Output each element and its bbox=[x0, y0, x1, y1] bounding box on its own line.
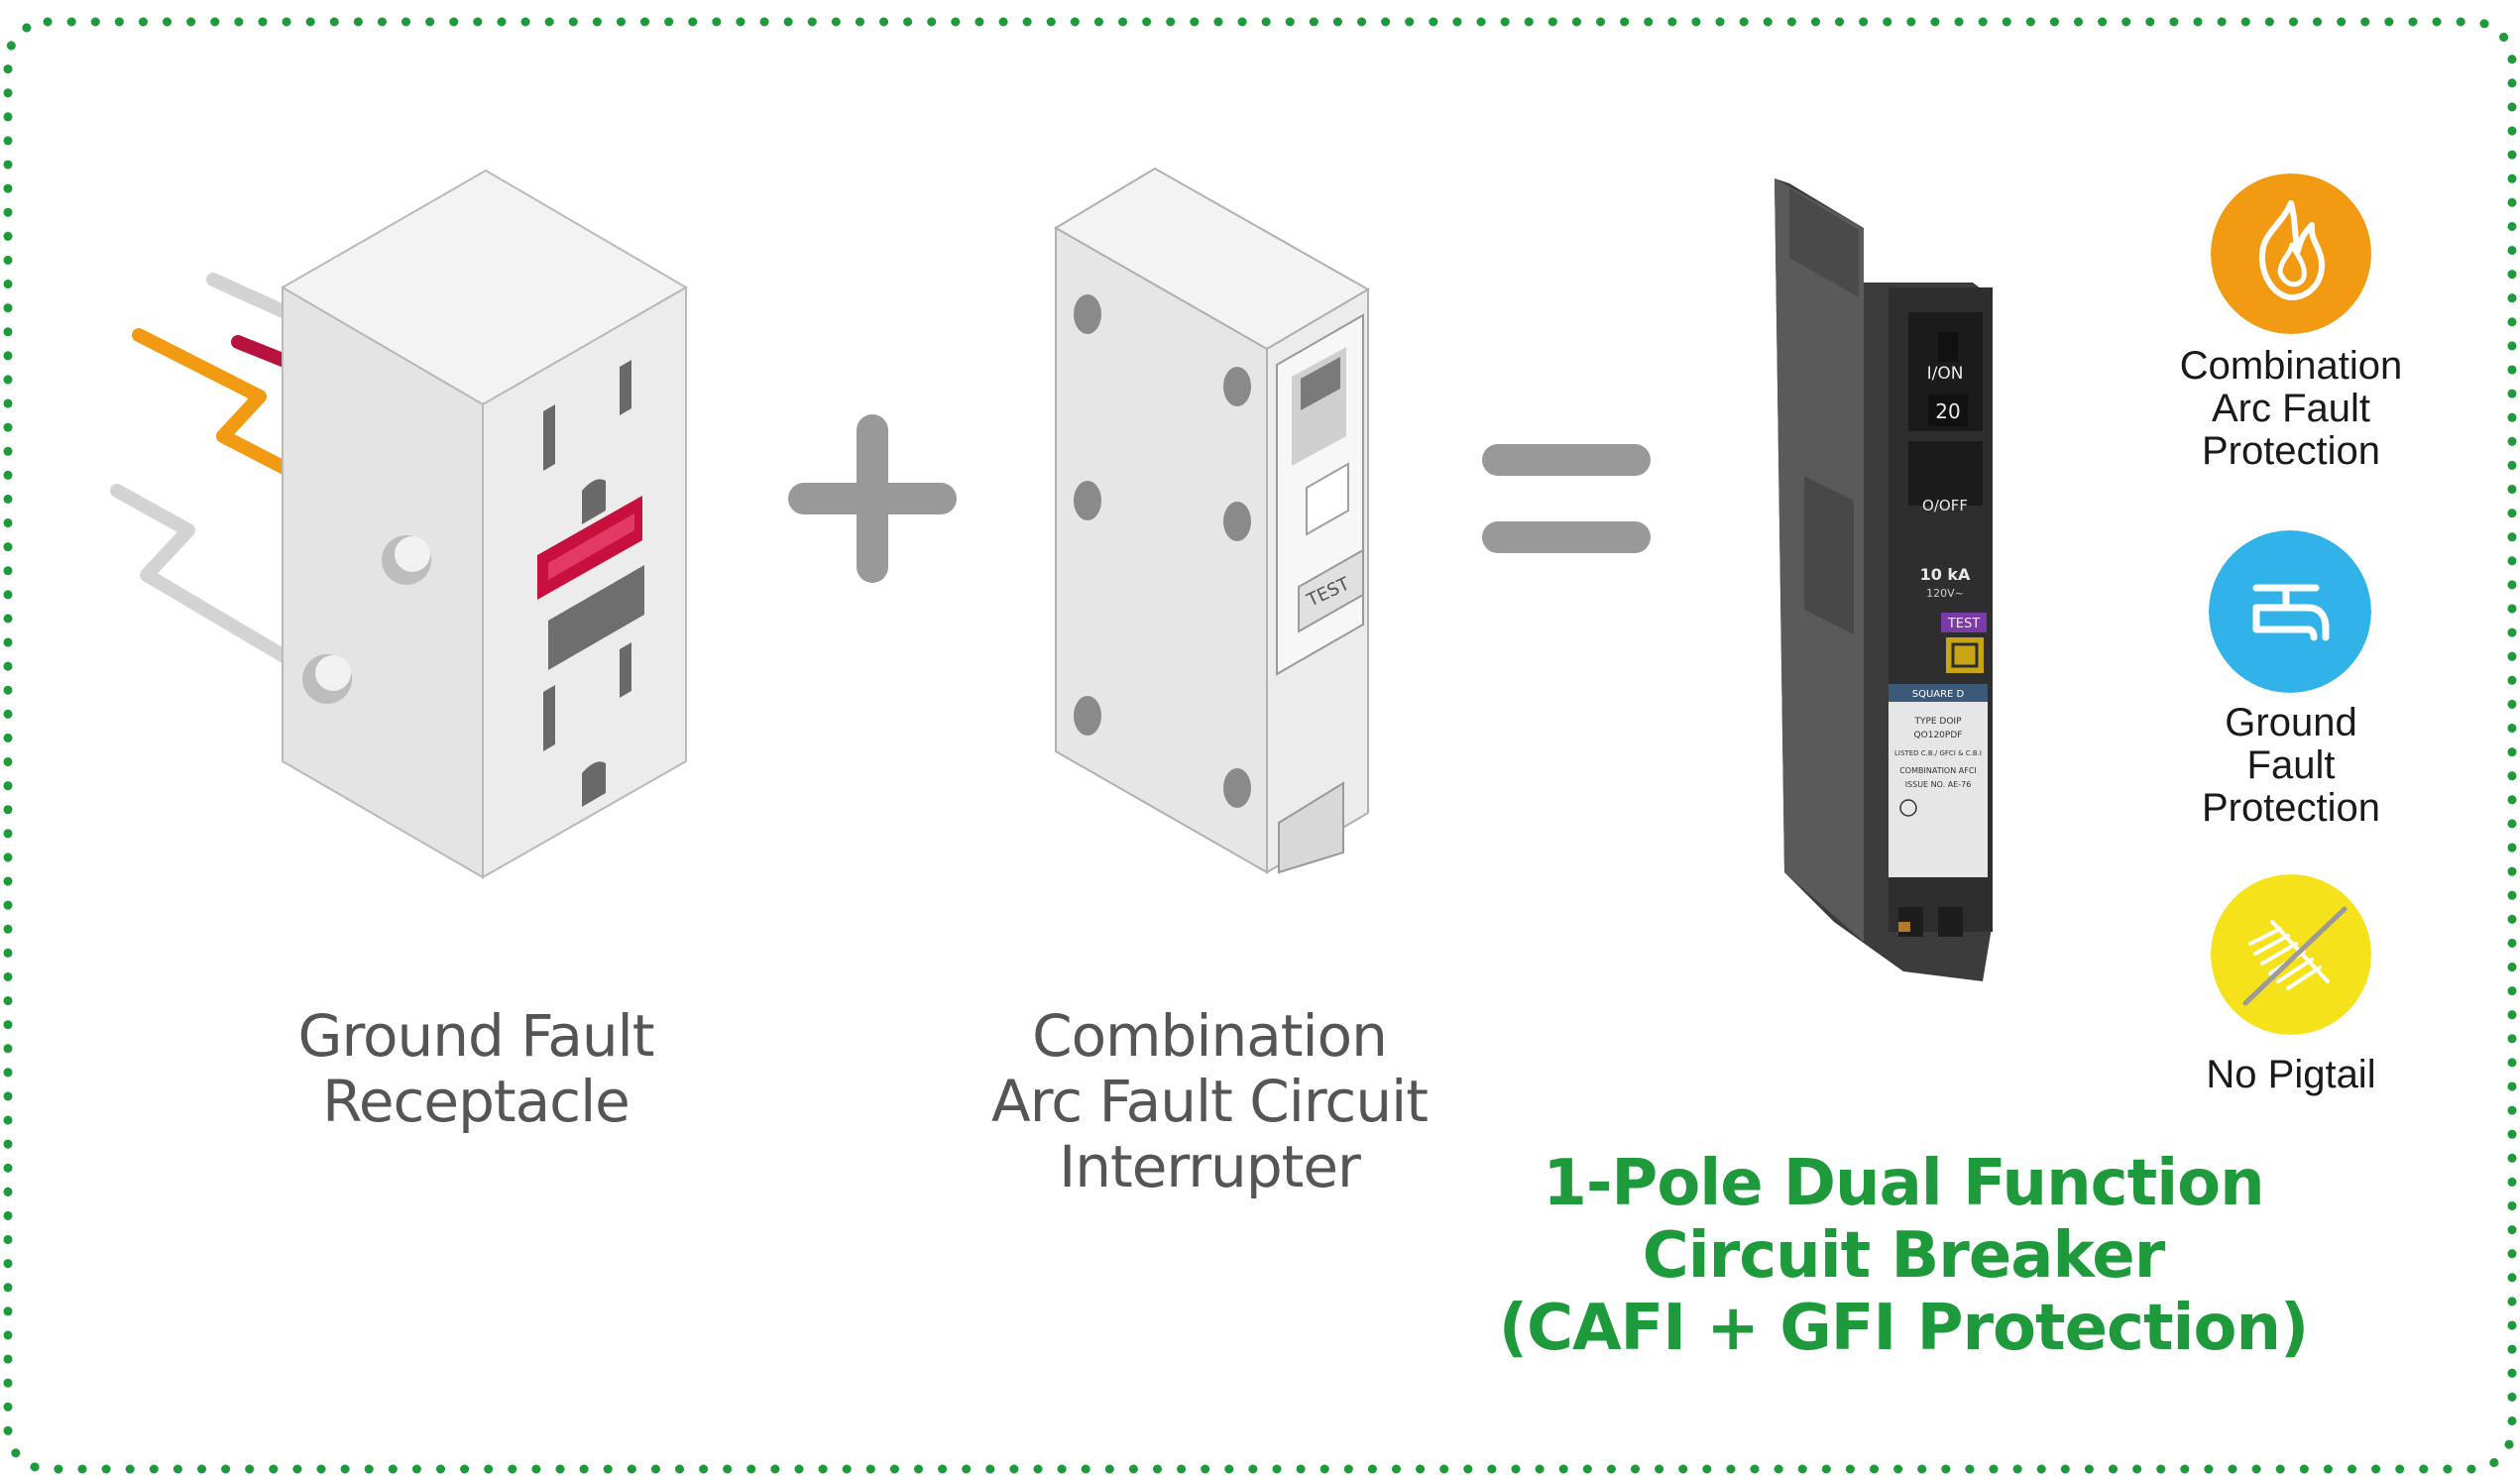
breaker-amps-label: 20 bbox=[1935, 399, 1960, 423]
feature-label-no-pigtail: No Pigtail bbox=[2127, 1054, 2455, 1096]
feature-label-line: Protection bbox=[2201, 786, 2381, 830]
plus-operator bbox=[788, 414, 957, 583]
breaker-test-button: TEST bbox=[1947, 617, 1980, 631]
feature-label-cafi: Combination Arc Fault Protection bbox=[2127, 345, 2455, 473]
feature-label-line: Protection bbox=[2201, 429, 2381, 473]
caption-line: Combination bbox=[1032, 1002, 1388, 1070]
dual-function-breaker-image: I/ON 20 O/OFF 10 kA 120V~ TEST SQUARE D … bbox=[1775, 178, 1993, 981]
breaker-rating-label: 10 kA bbox=[1920, 565, 1971, 584]
feature-label-line: Ground bbox=[2225, 701, 2357, 744]
faucet-icon bbox=[2209, 530, 2371, 693]
feature-label-line: Fault bbox=[2246, 743, 2336, 787]
feature-label-line: Arc Fault bbox=[2211, 387, 2371, 430]
breaker-afci-label: COMBINATION AFCI bbox=[1899, 766, 1977, 775]
equals-operator bbox=[1482, 444, 1651, 553]
feature-label-line: Combination bbox=[2179, 344, 2403, 388]
caption-line: Ground Fault bbox=[297, 1002, 655, 1070]
breaker-listed-label: LISTED C.B./ GFCI & C.B.I bbox=[1894, 749, 1982, 757]
caption-ground-fault-receptacle: Ground Fault Receptacle bbox=[228, 1003, 724, 1134]
feature-label-line: No Pigtail bbox=[2206, 1053, 2376, 1096]
no-pigtail-icon bbox=[2211, 874, 2371, 1035]
breaker-issue-label: ISSUE NO. AE-76 bbox=[1905, 780, 1972, 789]
breaker-volts-label: 120V~ bbox=[1926, 587, 1964, 600]
caption-line: Arc Fault Circuit bbox=[991, 1068, 1429, 1135]
breaker-on-label: I/ON bbox=[1927, 364, 1964, 384]
caption-cafci: Combination Arc Fault Circuit Interrupte… bbox=[932, 1003, 1487, 1199]
breaker-model-label: QO120PDF bbox=[1914, 731, 1963, 740]
title-line: Circuit Breaker bbox=[1642, 1219, 2166, 1293]
flame-icon bbox=[2211, 173, 2371, 334]
breaker-brand-label: SQUARE D bbox=[1912, 689, 1965, 700]
feature-label-gfi: Ground Fault Protection bbox=[2127, 702, 2455, 830]
breaker-type-label: TYPE DOIP bbox=[1913, 717, 1962, 727]
title-line: (CAFI + GFI Protection) bbox=[1498, 1292, 2310, 1365]
breaker-off-label: O/OFF bbox=[1922, 497, 1968, 514]
title-line: 1-Pole Dual Function bbox=[1543, 1147, 2264, 1220]
caption-line: Interrupter bbox=[1059, 1133, 1361, 1200]
cafci-breaker-illustration: TEST bbox=[1054, 167, 1370, 874]
ground-fault-receptacle-illustration bbox=[110, 169, 688, 879]
product-title: 1-Pole Dual Function Circuit Breaker (CA… bbox=[1467, 1148, 2340, 1365]
caption-line: Receptacle bbox=[322, 1068, 630, 1135]
